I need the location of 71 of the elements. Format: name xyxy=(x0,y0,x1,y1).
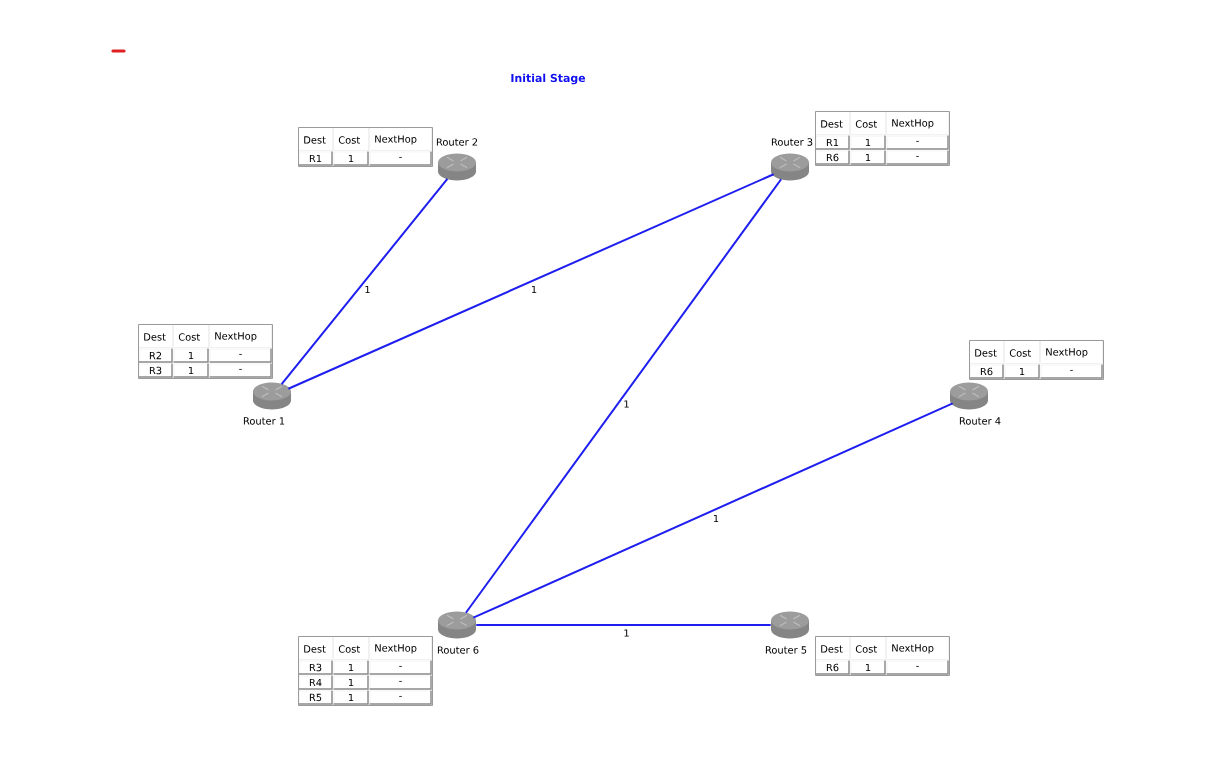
router-icon xyxy=(771,153,809,181)
router-icon xyxy=(950,382,988,410)
router-label: Router 3 xyxy=(771,138,813,146)
table-cell: - xyxy=(885,149,949,165)
link-line xyxy=(475,624,772,626)
header-cell: NextHop xyxy=(369,636,432,660)
edge-label: 1 xyxy=(622,628,631,638)
header-cell: Cost xyxy=(173,324,209,348)
header-cell: NextHop xyxy=(369,127,432,151)
table-cell: - xyxy=(368,674,432,690)
header-cell: NextHop xyxy=(209,324,272,348)
table-cell: - xyxy=(368,689,432,705)
table-cell: R6 xyxy=(968,363,1004,379)
table-cell: - xyxy=(208,347,272,363)
link-line xyxy=(280,177,449,386)
header-cell: Dest xyxy=(815,111,850,135)
table-cell: 1 xyxy=(332,689,369,705)
header-cell: Cost xyxy=(333,127,369,151)
table-cell: 1 xyxy=(849,149,886,165)
header-cell: Cost xyxy=(850,636,886,660)
link-line xyxy=(287,173,775,390)
header-cell: Cost xyxy=(1004,340,1040,364)
router-label: Router 4 xyxy=(959,417,1001,425)
edge-label: 1 xyxy=(622,399,631,409)
table-cell: R6 xyxy=(814,659,850,675)
table-cell: 1 xyxy=(1003,363,1040,379)
header-cell: NextHop xyxy=(886,636,949,660)
table-cell: 1 xyxy=(849,134,886,150)
table-cell: R1 xyxy=(297,150,333,166)
header-cell: Dest xyxy=(138,324,173,348)
header-cell: Dest xyxy=(298,127,333,151)
header-cell: Dest xyxy=(969,340,1004,364)
router-label: Router 2 xyxy=(436,138,478,146)
table-cell: - xyxy=(368,659,432,675)
table-cell: R5 xyxy=(297,689,333,705)
table-cell: R3 xyxy=(297,659,333,675)
header-cell: Cost xyxy=(333,636,369,660)
router-icon xyxy=(253,382,291,410)
header-cell: NextHop xyxy=(1040,340,1103,364)
table-cell: - xyxy=(368,150,432,166)
title: Initial Stage xyxy=(511,73,586,85)
table-cell: R2 xyxy=(137,347,173,363)
table-cell: - xyxy=(885,134,949,150)
router-icon xyxy=(438,611,476,639)
table-cell: 1 xyxy=(332,150,369,166)
table-cell: 1 xyxy=(172,362,209,378)
edge-label: 1 xyxy=(529,284,539,295)
table-cell: - xyxy=(208,362,272,378)
header-cell: Dest xyxy=(298,636,333,660)
header-cell: NextHop xyxy=(886,111,949,135)
table-cell: - xyxy=(885,659,949,675)
edge-label: 1 xyxy=(711,513,721,524)
header-cell: Cost xyxy=(850,111,886,135)
router-icon xyxy=(438,153,476,181)
table-cell: 1 xyxy=(332,674,369,690)
table-cell: 1 xyxy=(332,659,369,675)
table-cell: R1 xyxy=(814,134,850,150)
table-cell: 1 xyxy=(172,347,209,363)
table-cell: R4 xyxy=(297,674,333,690)
table-cell: 1 xyxy=(849,659,886,675)
router-label: Router 6 xyxy=(437,646,479,654)
table-cell: R6 xyxy=(814,149,850,165)
table-cell: R3 xyxy=(137,362,173,378)
router-label: Router 5 xyxy=(765,646,807,654)
table-cell: - xyxy=(1039,363,1103,379)
link-line xyxy=(464,178,783,614)
link-line xyxy=(472,402,954,619)
edge-label: 1 xyxy=(363,284,372,295)
router-label: Router 1 xyxy=(243,417,285,425)
router-icon xyxy=(771,611,809,639)
header-cell: Dest xyxy=(815,636,850,660)
